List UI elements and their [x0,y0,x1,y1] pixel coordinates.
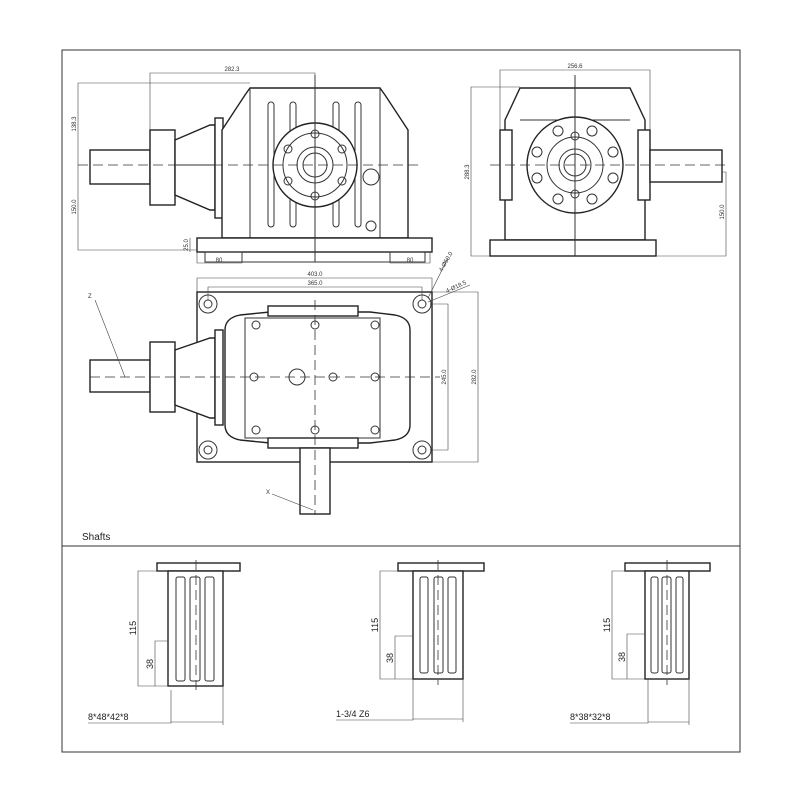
shaft-2-length: 115 [370,618,380,632]
dim-hole-large: 4-Ø50.0 [439,251,455,273]
side-output-shaft [649,149,723,183]
dim-plan-inner-depth: 245.0 [442,369,448,385]
axis-label-z: Z [88,294,92,300]
plan-housing [224,311,411,444]
input-flange [149,129,176,206]
dim-side-shaft-height: 150.0 [720,204,726,220]
side-view: 256.6 288.3 150.0 [465,64,727,257]
shaft-2-spec: 1-3/4 Z6 [336,709,370,719]
side-base [489,239,657,257]
front-view: 282.3 138.3 150.0 25.0 80 80 [72,67,433,264]
axis-label-x: X [266,490,270,496]
dim-side-width: 256.6 [567,64,583,70]
shaft-1-length: 115 [128,621,138,635]
dim-front-lower-height: 150.0 [72,199,78,215]
dim-left-foot: 80 [216,258,223,264]
drawing-frame [61,49,741,753]
dim-base-height: 25.0 [184,239,190,251]
shaft-3-spec: 8*38*32*8 [570,712,611,722]
dim-plan-outer-width: 403.0 [307,272,323,278]
input-shaft [89,149,151,185]
dim-side-height: 288.3 [465,164,471,180]
shaft-3: 115 38 8*38*32*8 [570,560,711,725]
shaft-2: 115 38 1-3/4 Z6 [336,560,485,722]
plan-input-shaft [89,359,151,393]
shafts-title: Shafts [82,532,110,543]
dim-plan-inner-width: 365.0 [307,281,323,287]
shaft-2-groove: 38 [385,653,395,663]
shaft-3-length: 115 [602,618,612,632]
shaft-1-groove: 38 [145,659,155,669]
dim-right-foot: 80 [407,258,414,264]
shaft-1: 115 38 8*48*42*8 [88,560,241,725]
shaft-3-groove: 38 [617,652,627,662]
oil-plug-icon [362,168,380,186]
shaft-1-spec: 8*48*42*8 [88,712,129,722]
dim-front-upper-height: 138.3 [72,116,78,132]
dim-plan-outer-depth: 282.0 [472,369,478,385]
dim-front-width: 282.3 [224,67,240,73]
plan-view: 403.0 365.0 4-Ø50.0 4-Ø18.5 245.0 282.0 … [88,251,479,515]
